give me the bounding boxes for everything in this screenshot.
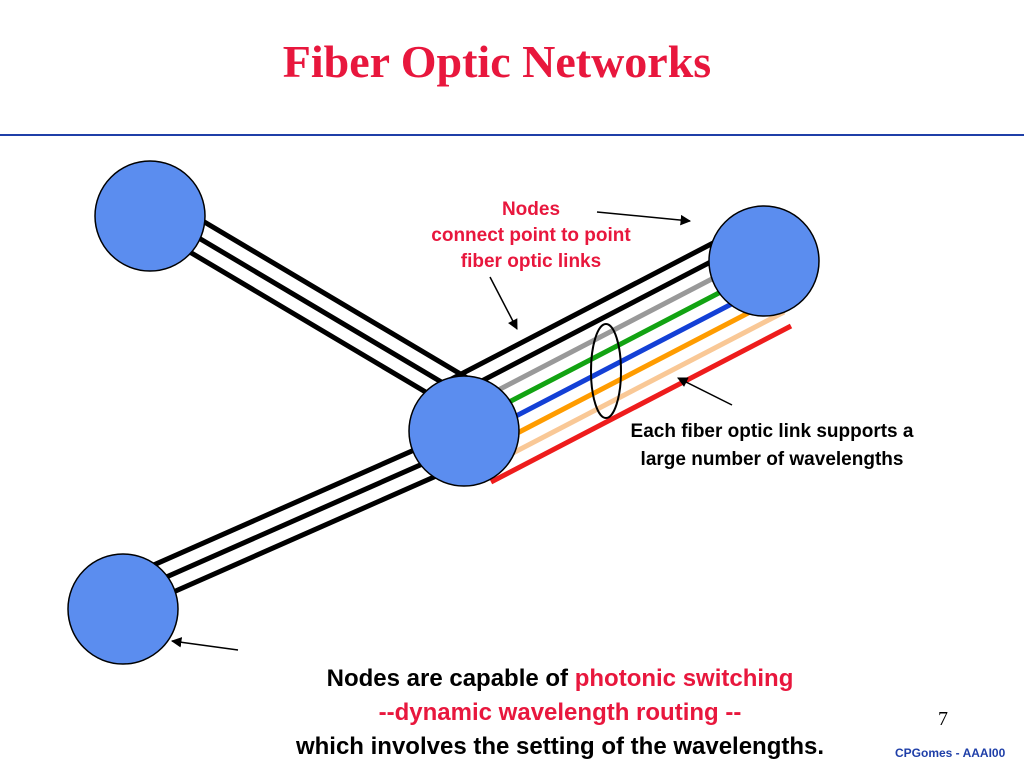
wavelength-red	[489, 323, 793, 485]
node-right	[708, 205, 820, 317]
wavelength-annotation: Each fiber optic link supports a large n…	[587, 418, 957, 474]
wavelength-gray	[454, 253, 758, 415]
wavelength-bundle-highlight	[590, 323, 622, 419]
page-number: 7	[938, 708, 948, 730]
fiber-strand	[162, 195, 486, 391]
fiber-strand	[113, 429, 457, 585]
arrow-to-right-node	[596, 211, 692, 226]
wavelength-green	[461, 267, 765, 429]
wavelength-annotation-line2: large number of wavelengths	[640, 449, 904, 470]
nodes-annotation-line2: connect point to point	[431, 225, 631, 246]
fiber-strand	[440, 225, 744, 387]
slide-footer: CPGomes - AAAI00	[895, 746, 1006, 760]
fiber-strand	[144, 223, 468, 419]
node-bottom-left	[67, 553, 179, 665]
slide-title: Fiber Optic Networks	[282, 36, 712, 87]
fiber-strand	[153, 209, 477, 405]
nodes-annotation: Nodes connect point to point fiber optic…	[400, 197, 662, 275]
arrow-to-fiber-link	[489, 276, 518, 330]
node-top-left	[94, 160, 206, 272]
fiber-link-bottom-left	[113, 429, 470, 615]
wavelength-peach	[482, 309, 786, 471]
nodes-annotation-line1: Nodes	[501, 199, 561, 220]
caption-highlight: photonic switching	[574, 665, 794, 692]
wavelength-annotation-line1: Each fiber optic link supports a	[630, 421, 914, 442]
arrow-to-wavelengths	[677, 377, 733, 406]
fiber-link-top-left	[144, 195, 486, 419]
fiber-strand	[447, 239, 751, 401]
caption-line2: --dynamic wavelength routing --	[378, 699, 742, 726]
nodes-annotation-line3: fiber optic links	[460, 251, 602, 272]
wavelength-orange	[475, 295, 779, 457]
node-center	[408, 375, 520, 487]
title-divider	[0, 134, 1024, 136]
caption-line1: Nodes are capable of photonic switching	[230, 662, 890, 696]
caption-line3: which involves the setting of the wavele…	[295, 733, 825, 760]
arrow-to-bottom-node	[170, 637, 239, 651]
fiber-strand	[126, 459, 470, 615]
caption-line1-prefix: Nodes are capable of	[326, 665, 575, 692]
slide-caption: Nodes are capable of photonic switching …	[230, 662, 890, 764]
fiber-strand	[119, 444, 463, 600]
